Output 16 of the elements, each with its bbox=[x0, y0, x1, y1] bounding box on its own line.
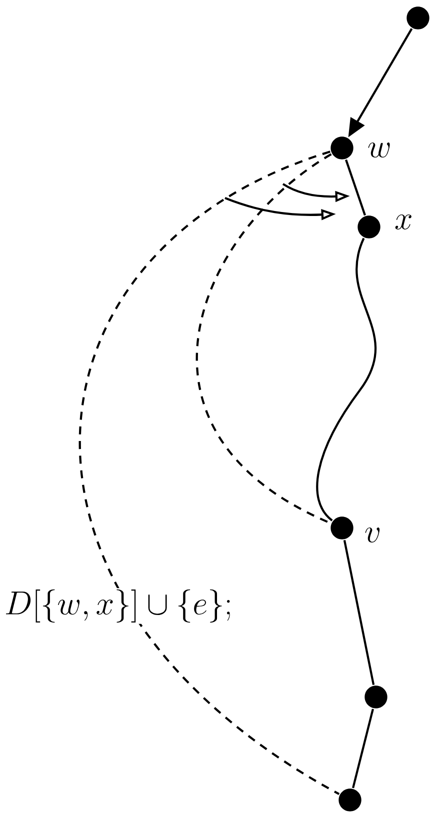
vertex-dot bbox=[364, 686, 388, 708]
edge-line bbox=[352, 708, 374, 788]
formula-label: $D[\{w,x\}]\cup\{e\};$ bbox=[3, 588, 234, 624]
edge-line bbox=[345, 159, 366, 216]
vertex-dot bbox=[338, 788, 362, 812]
vertex-dot bbox=[358, 216, 380, 238]
edge-line bbox=[316, 238, 377, 522]
dashed-curve bbox=[79, 150, 340, 795]
dashed-curve bbox=[196, 153, 332, 524]
vertex-label: $x$ bbox=[395, 214, 412, 230]
vertex-label: $v$ bbox=[365, 528, 380, 542]
vertex-dot bbox=[330, 136, 354, 160]
vertex-dot bbox=[406, 6, 430, 30]
edge-line bbox=[343, 540, 375, 686]
vertex-dot bbox=[330, 516, 354, 540]
vertex-label: $w$ bbox=[368, 142, 390, 158]
